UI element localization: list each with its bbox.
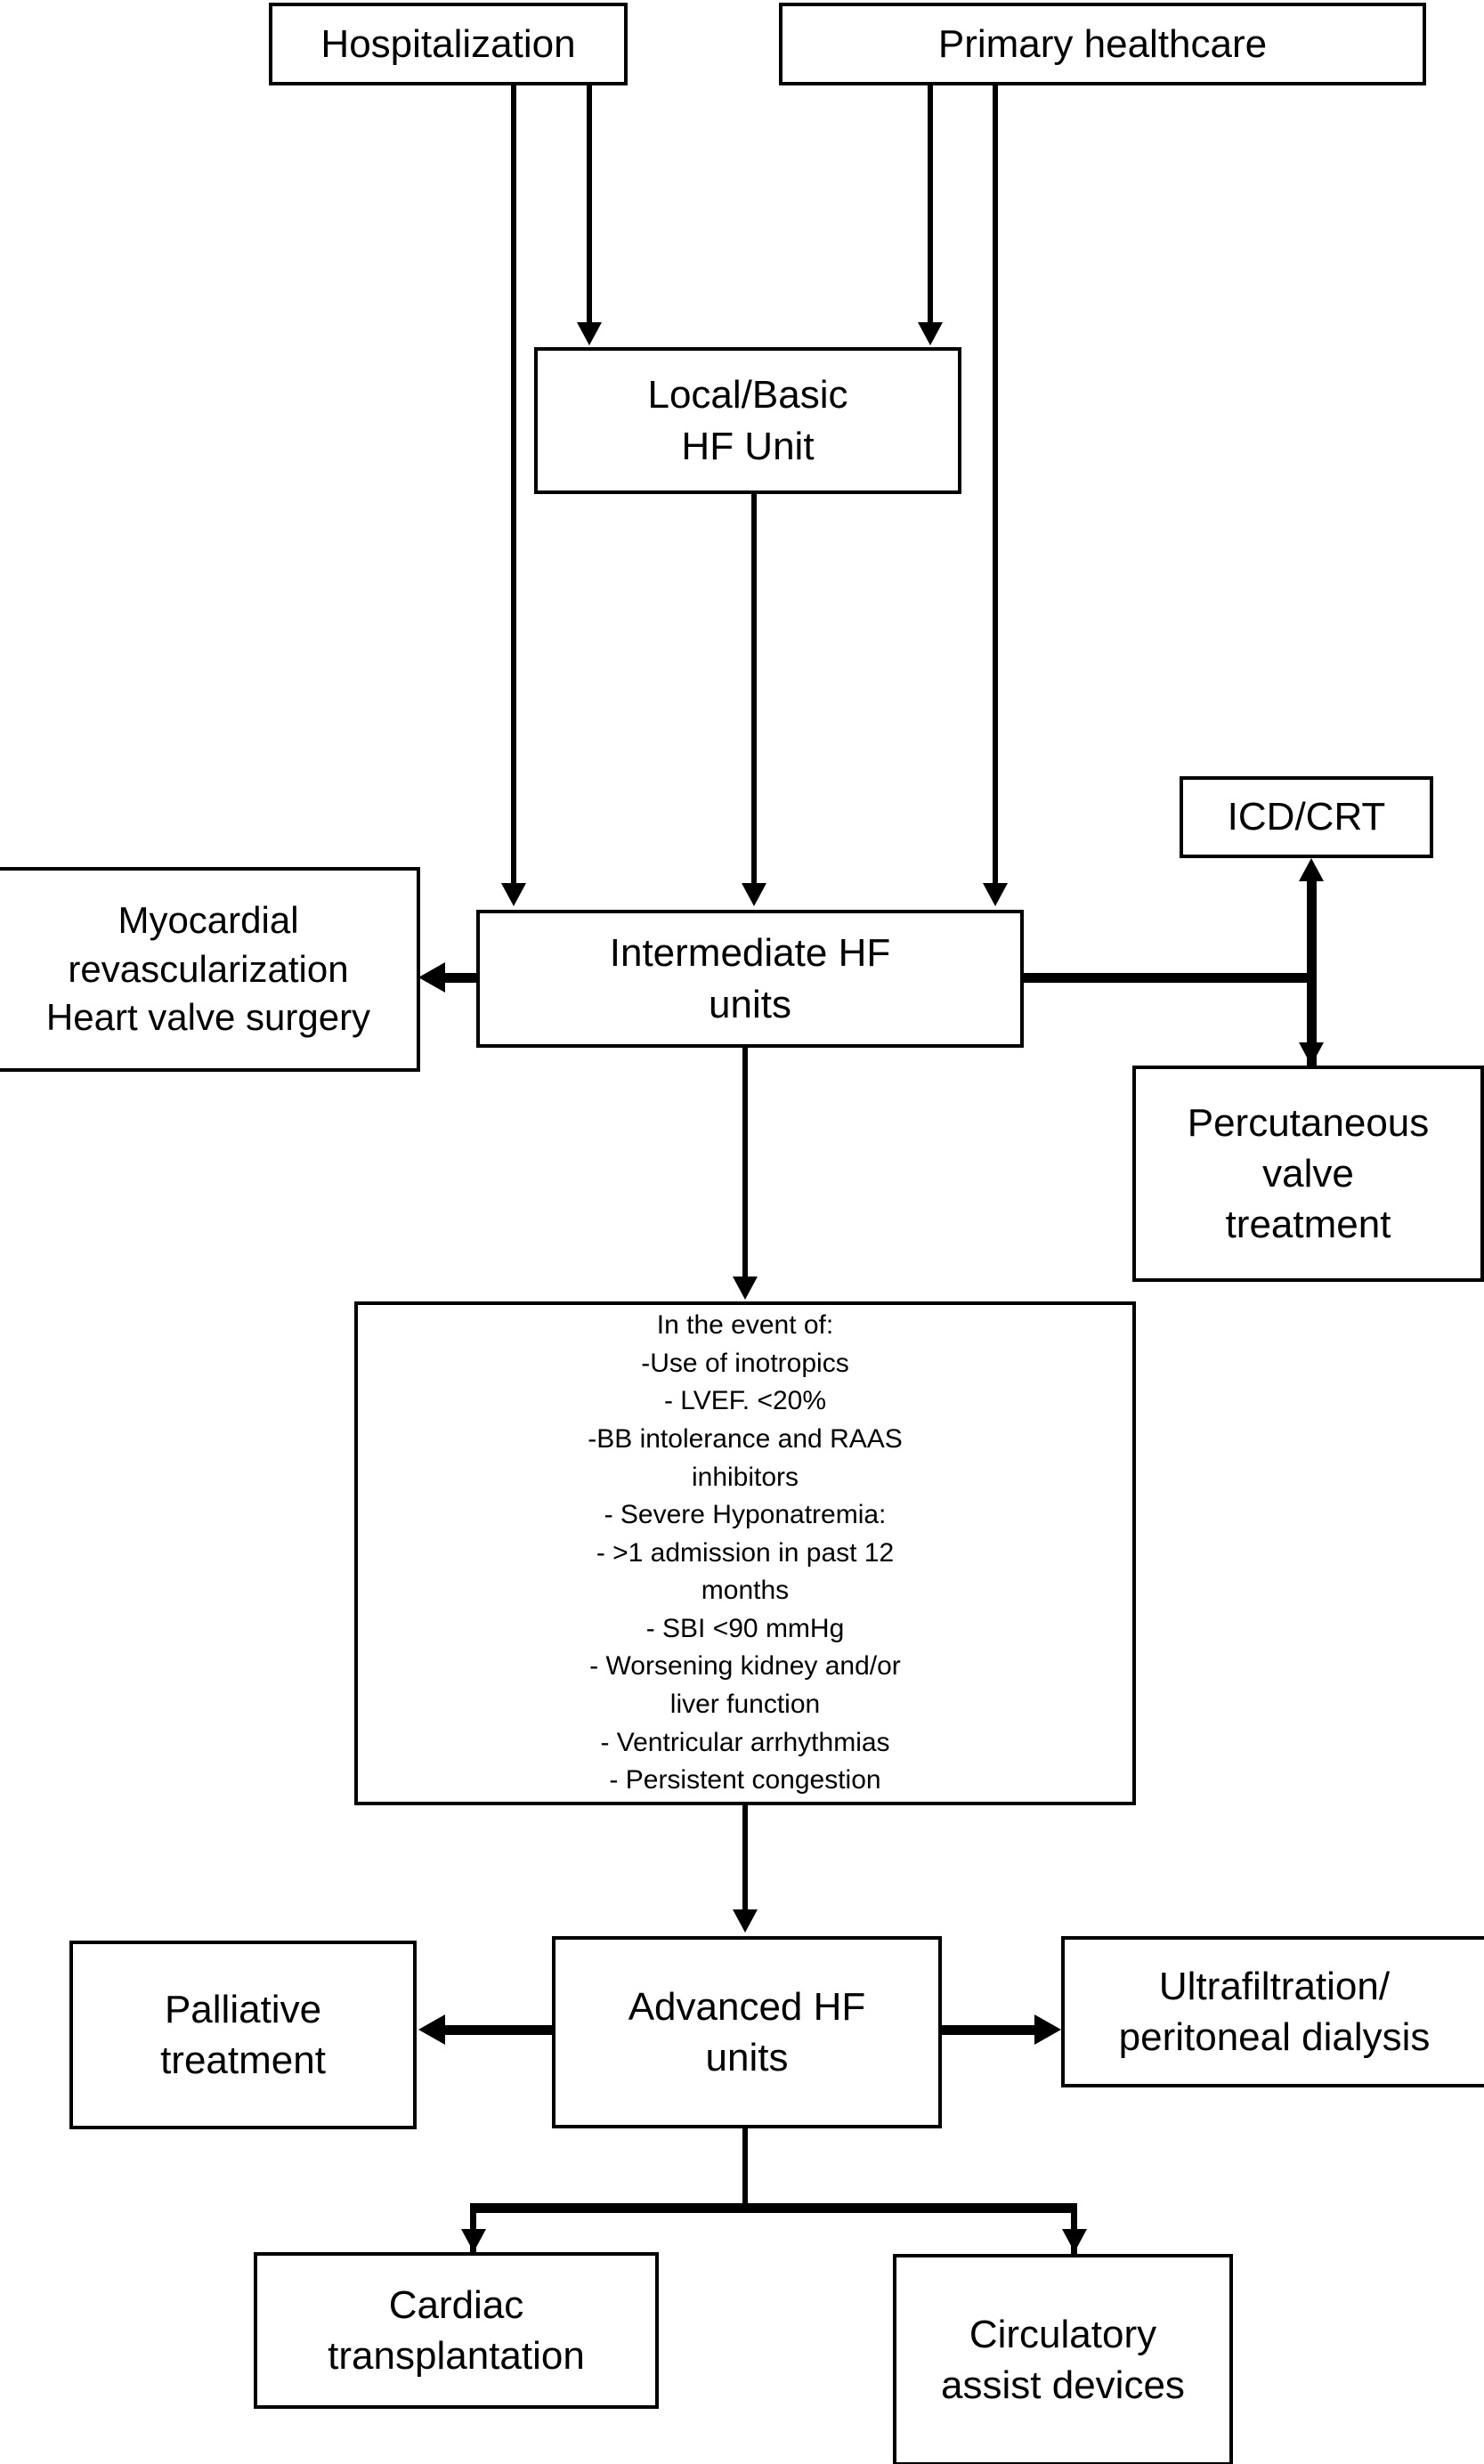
arrowhead-advanced-to-ultrafiltration bbox=[1034, 2014, 1061, 2045]
node-ultrafiltration-peritoneal-dialysis-label: Ultrafiltration/ peritoneal dialysis bbox=[1118, 1964, 1431, 2059]
node-cardiac-transplantation-label: Cardiac transplantation bbox=[328, 2282, 585, 2378]
node-primary-healthcare[interactable]: Primary healthcare bbox=[779, 3, 1426, 85]
arrowhead-right-trunk-to-percutaneous-valve bbox=[1299, 1042, 1324, 1066]
edge-intermediate-to-criteria bbox=[742, 1046, 748, 1279]
node-cardiac-transplantation[interactable]: Cardiac transplantation bbox=[254, 2252, 659, 2409]
node-local-basic-hf-unit-label: Local/Basic HF Unit bbox=[647, 373, 848, 468]
node-advanced-hf-units-label: Advanced HF units bbox=[628, 1984, 866, 2079]
node-circulatory-assist-devices[interactable]: Circulatory assist devices bbox=[893, 2254, 1233, 2464]
edge-intermediate-to-right-trunk bbox=[1022, 973, 1317, 983]
node-palliative-treatment-label: Palliative treatment bbox=[160, 1987, 326, 2082]
edge-hospitalization-to-local-basic bbox=[587, 83, 592, 325]
arrowhead-advanced-to-palliative bbox=[418, 2014, 445, 2045]
node-hospitalization[interactable]: Hospitalization bbox=[269, 3, 628, 85]
edge-local-basic-to-intermediate bbox=[751, 492, 757, 884]
node-primary-healthcare-label: Primary healthcare bbox=[937, 21, 1268, 66]
node-criteria-box-label: In the event of: -Use of inotropics - LV… bbox=[588, 1310, 903, 1795]
edge-advanced-to-ultrafiltration bbox=[940, 2025, 1034, 2035]
arrowhead-split-to-cardiac-transplantation bbox=[461, 2229, 486, 2252]
node-local-basic-hf-unit[interactable]: Local/Basic HF Unit bbox=[534, 347, 961, 494]
node-criteria-box[interactable]: In the event of: -Use of inotropics - LV… bbox=[354, 1301, 1136, 1805]
arrowhead-primary-healthcare-to-intermediate bbox=[983, 883, 1008, 906]
node-percutaneous-valve-treatment[interactable]: Percutaneous valve treatment bbox=[1132, 1066, 1484, 1282]
arrowhead-split-to-circulatory-assist-devices bbox=[1062, 2229, 1087, 2252]
split-bar-advanced-outputs bbox=[470, 2203, 1077, 2213]
node-ultrafiltration-peritoneal-dialysis[interactable]: Ultrafiltration/ peritoneal dialysis bbox=[1061, 1936, 1484, 2087]
edge-intermediate-to-myocardial bbox=[445, 973, 481, 983]
node-advanced-hf-units[interactable]: Advanced HF units bbox=[552, 1936, 942, 2128]
node-intermediate-hf-units-label: Intermediate HF units bbox=[609, 931, 891, 1026]
edge-primary-healthcare-to-intermediate bbox=[993, 83, 998, 884]
node-icd-crt-label: ICD/CRT bbox=[1227, 795, 1386, 839]
edge-right-trunk-vertical bbox=[1307, 881, 1317, 1070]
edge-advanced-to-palliative bbox=[445, 2025, 554, 2035]
arrowhead-intermediate-to-myocardial bbox=[418, 962, 445, 993]
node-percutaneous-valve-treatment-label: Percutaneous valve treatment bbox=[1187, 1100, 1430, 1247]
edge-criteria-to-advanced-hf-units bbox=[742, 1805, 748, 1912]
arrowhead-hospitalization-to-intermediate bbox=[501, 883, 526, 906]
arrowhead-criteria-to-advanced-hf-units bbox=[733, 1909, 758, 1933]
node-icd-crt[interactable]: ICD/CRT bbox=[1180, 776, 1433, 858]
node-palliative-treatment[interactable]: Palliative treatment bbox=[69, 1941, 417, 2129]
arrowhead-hospitalization-to-local-basic bbox=[577, 322, 602, 345]
edge-advanced-to-split-bar bbox=[742, 2128, 748, 2209]
arrowhead-right-trunk-to-icd-crt bbox=[1299, 858, 1324, 881]
node-intermediate-hf-units[interactable]: Intermediate HF units bbox=[476, 910, 1024, 1048]
edge-hospitalization-to-intermediate bbox=[511, 83, 516, 884]
arrowhead-primary-healthcare-to-local-basic bbox=[918, 322, 943, 345]
arrowhead-intermediate-to-criteria bbox=[733, 1277, 758, 1300]
node-myocardial-revascularization[interactable]: Myocardial revascularization Heart valve… bbox=[0, 867, 420, 1072]
node-circulatory-assist-devices-label: Circulatory assist devices bbox=[941, 2312, 1185, 2407]
node-hospitalization-label: Hospitalization bbox=[320, 21, 576, 66]
edge-primary-healthcare-to-local-basic bbox=[928, 83, 933, 325]
arrowhead-local-basic-to-intermediate bbox=[742, 883, 766, 906]
node-myocardial-revascularization-label: Myocardial revascularization Heart valve… bbox=[45, 899, 371, 1039]
